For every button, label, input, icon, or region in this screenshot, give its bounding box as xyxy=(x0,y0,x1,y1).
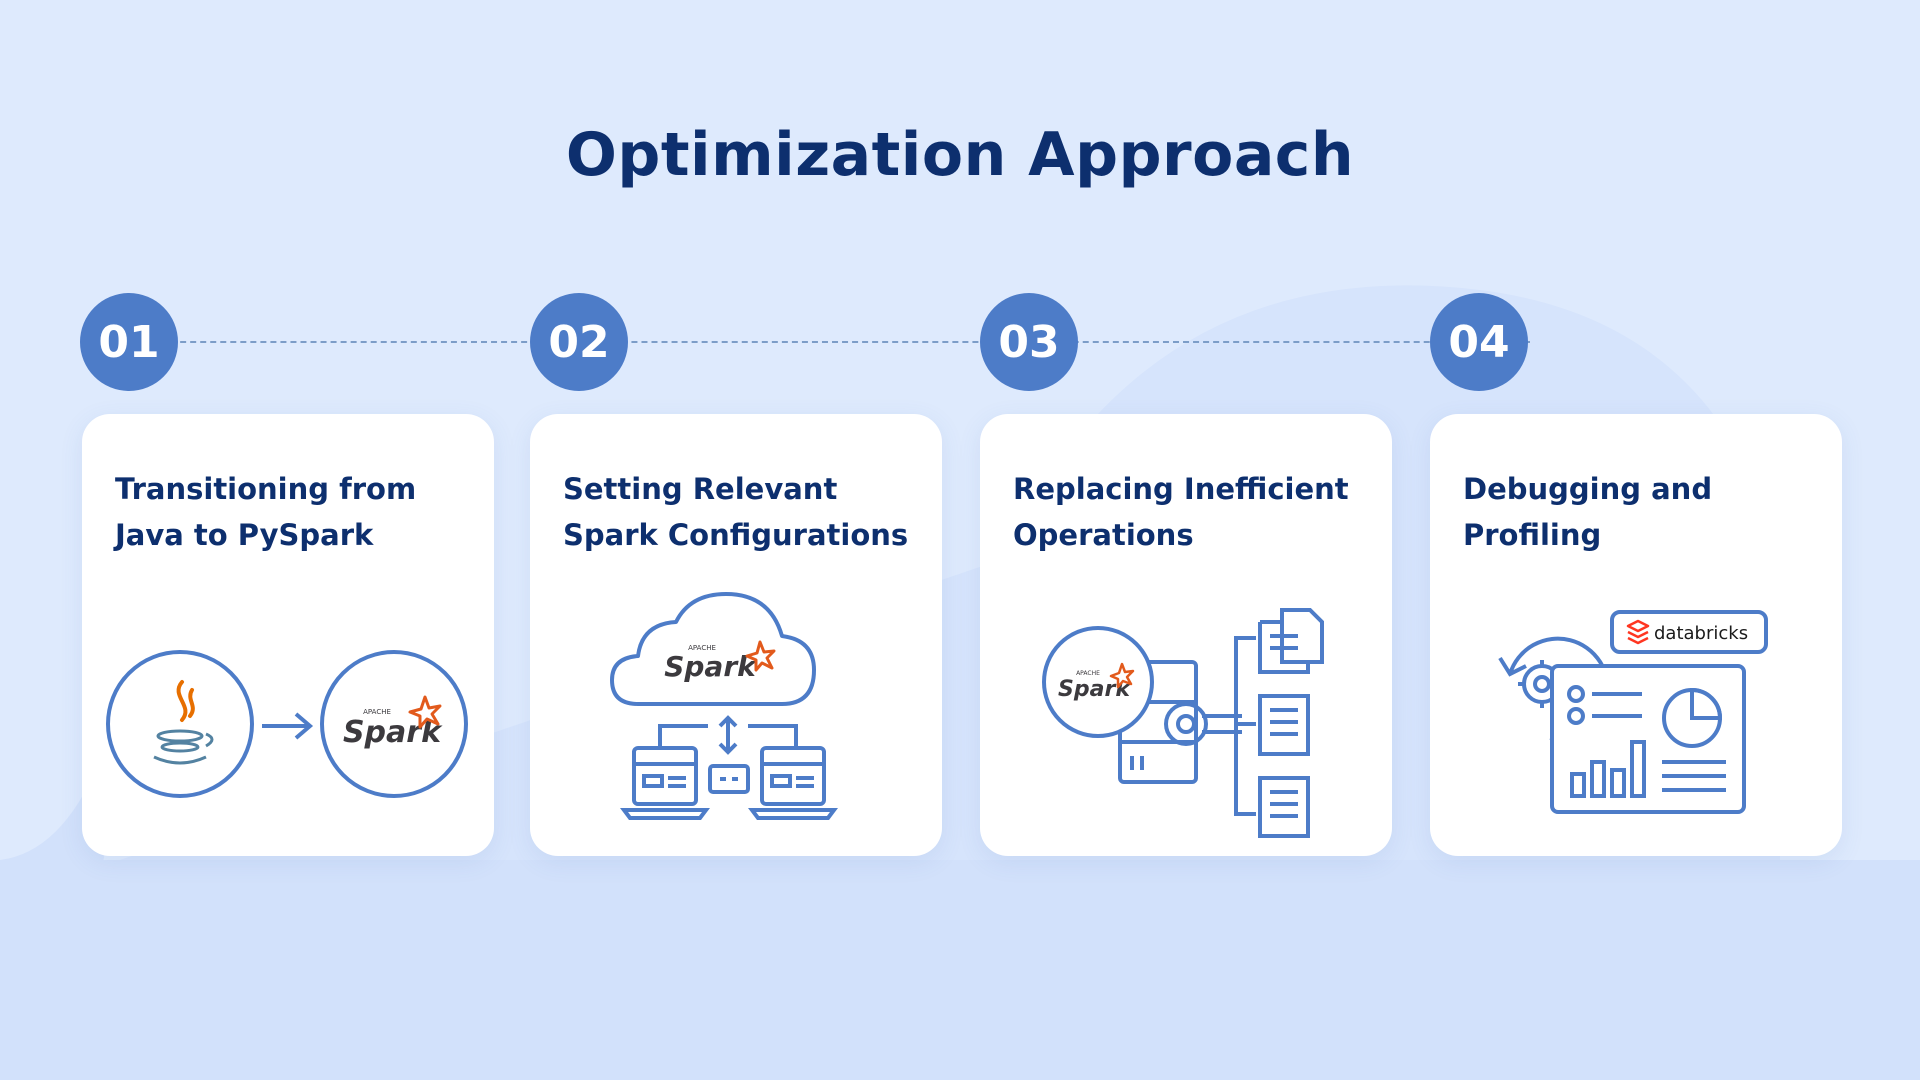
page-title: Optimization Approach xyxy=(565,120,1355,190)
document-icon xyxy=(1258,694,1310,756)
java-logo-icon xyxy=(106,650,254,798)
document-icon xyxy=(1258,608,1324,674)
document-icon xyxy=(1258,776,1310,838)
arrow-right-icon xyxy=(262,712,314,740)
step-card-1: Transitioning from Java to PySpark Spark… xyxy=(82,414,494,856)
svg-text:APACHE: APACHE xyxy=(1076,670,1100,677)
databricks-logo-icon: databricks xyxy=(1610,610,1768,654)
step-number-4: 04 xyxy=(1430,293,1528,391)
step-card-3: Replacing Inefficient Operations Spark A… xyxy=(980,414,1392,856)
pie-chart-icon xyxy=(1662,687,1723,748)
step-title-2: Setting Relevant Spark Configurations xyxy=(563,472,909,552)
svg-text:APACHE: APACHE xyxy=(363,708,391,716)
step-title-3: Replacing Inefficient Operations xyxy=(1013,472,1349,552)
apache-spark-logo-icon: Spark APACHE xyxy=(320,650,468,798)
step-card-2: Setting Relevant Spark Configurations Sp… xyxy=(530,414,942,856)
laptop-icon xyxy=(748,746,838,820)
debugging-profiling-illustration: databricks xyxy=(1498,610,1768,814)
spark-config-illustration: Spark APACHE xyxy=(610,592,838,820)
replace-operations-illustration: Spark APACHE xyxy=(1042,608,1324,838)
svg-text:Spark: Spark xyxy=(664,650,758,683)
step-number-1: 01 xyxy=(80,293,178,391)
apache-spark-logo-icon: Spark APACHE xyxy=(1042,626,1154,738)
server-icon xyxy=(708,764,750,794)
apache-spark-logo-icon: Spark APACHE xyxy=(664,640,776,683)
svg-text:databricks: databricks xyxy=(1654,623,1748,644)
svg-text:APACHE: APACHE xyxy=(688,644,716,652)
step-card-4: Debugging and Profiling xyxy=(1430,414,1842,856)
step-number-3: 03 xyxy=(980,293,1078,391)
java-to-spark-illustration: Spark APACHE xyxy=(106,650,468,798)
connector-lines xyxy=(1202,636,1256,816)
laptop-icon xyxy=(620,746,710,820)
step-number-2: 02 xyxy=(530,293,628,391)
timeline-connector xyxy=(130,341,1530,343)
updown-arrow-icon xyxy=(658,715,798,755)
cloud-icon xyxy=(610,592,816,706)
bar-chart-icon xyxy=(1570,740,1726,798)
step-title-1: Transitioning from Java to PySpark xyxy=(115,472,417,552)
step-title-4: Debugging and Profiling xyxy=(1463,472,1713,552)
